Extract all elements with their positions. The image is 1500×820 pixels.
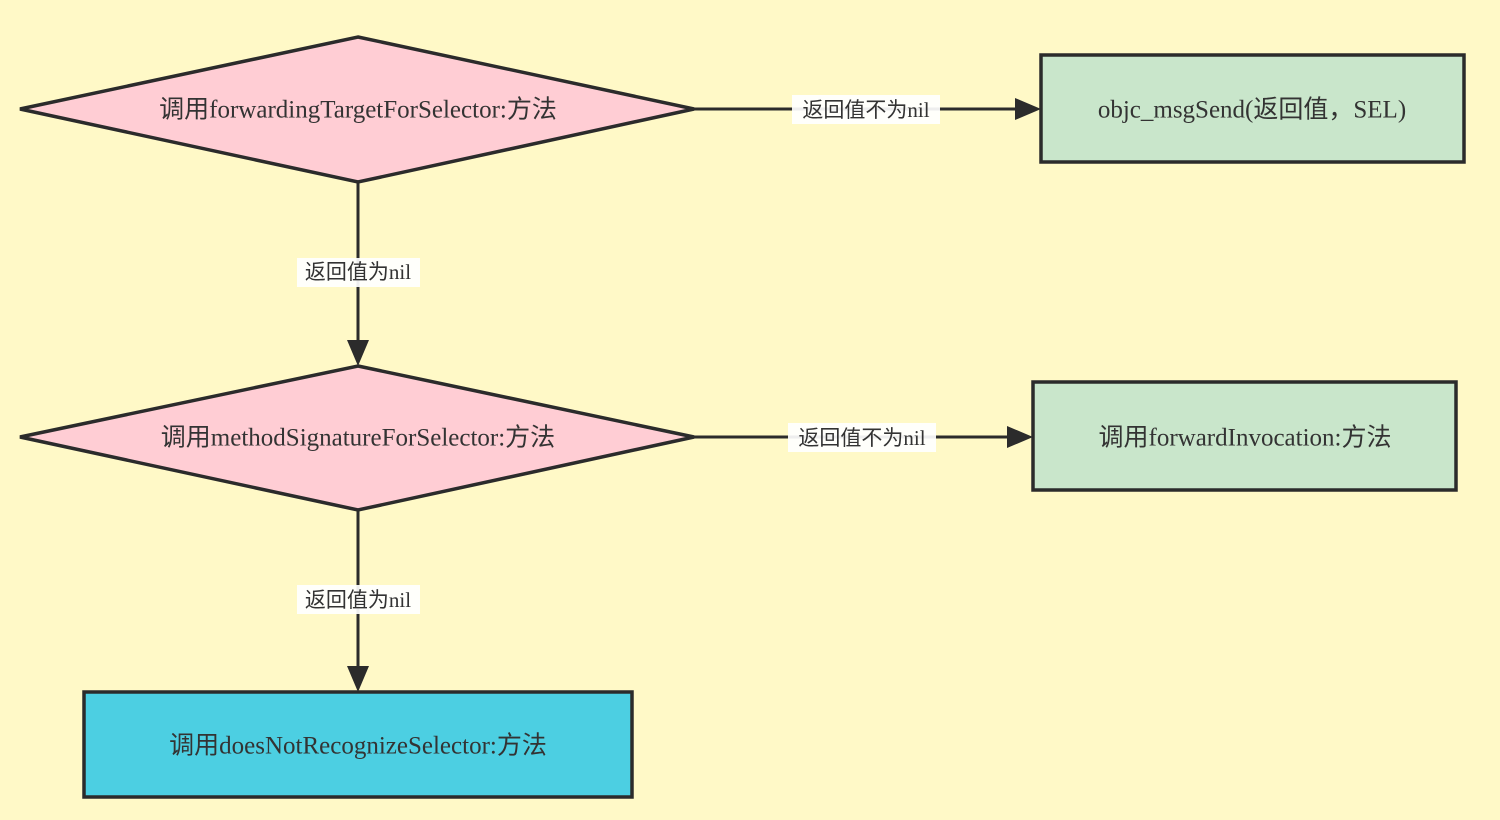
diamond-shape (19, 364, 695, 512)
diamond-shape (19, 35, 695, 184)
arrowhead-icon (1007, 426, 1033, 448)
rect-shape (1039, 53, 1466, 164)
node-label: 调用methodSignatureForSelector:方法 (161, 424, 555, 452)
node-label: 调用forwardInvocation:方法 (1099, 424, 1392, 452)
edge-n1-n3: 返回值为nil (297, 182, 420, 366)
node-label: objc_msgSend(返回值，SEL) (1098, 96, 1406, 124)
edge-label-background (792, 95, 940, 124)
edge-n3-n4: 返回值不为nil (694, 423, 1033, 452)
edge-n1-n2: 返回值不为nil (694, 95, 1041, 124)
edge-label-background (297, 258, 420, 287)
rect-shape (1031, 380, 1458, 492)
edge-label: 返回值不为nil (798, 426, 925, 450)
decision-node-method-signature[interactable]: 调用methodSignatureForSelector:方法 (19, 364, 695, 512)
edge-label: 返回值为nil (305, 260, 411, 284)
node-label: 调用doesNotRecognizeSelector:方法 (169, 732, 547, 760)
arrowhead-icon (1015, 98, 1041, 120)
result-node-objc-msgsend[interactable]: objc_msgSend(返回值，SEL) (1039, 53, 1466, 164)
edge-label: 返回值不为nil (802, 98, 929, 122)
edge-n3-n5: 返回值为nil (297, 510, 420, 692)
terminal-node-does-not-recognize[interactable]: 调用doesNotRecognizeSelector:方法 (82, 690, 634, 799)
decision-node-forwarding-target[interactable]: 调用forwardingTargetForSelector:方法 (19, 35, 695, 184)
result-node-forward-invocation[interactable]: 调用forwardInvocation:方法 (1031, 380, 1458, 492)
arrowhead-icon (347, 340, 369, 366)
edge-label-background (788, 423, 936, 452)
arrowhead-icon (347, 666, 369, 692)
rect-shape (82, 690, 634, 799)
node-label: 调用forwardingTargetForSelector:方法 (159, 96, 557, 124)
edge-label: 返回值为nil (305, 588, 411, 612)
edge-label-background (297, 585, 420, 614)
